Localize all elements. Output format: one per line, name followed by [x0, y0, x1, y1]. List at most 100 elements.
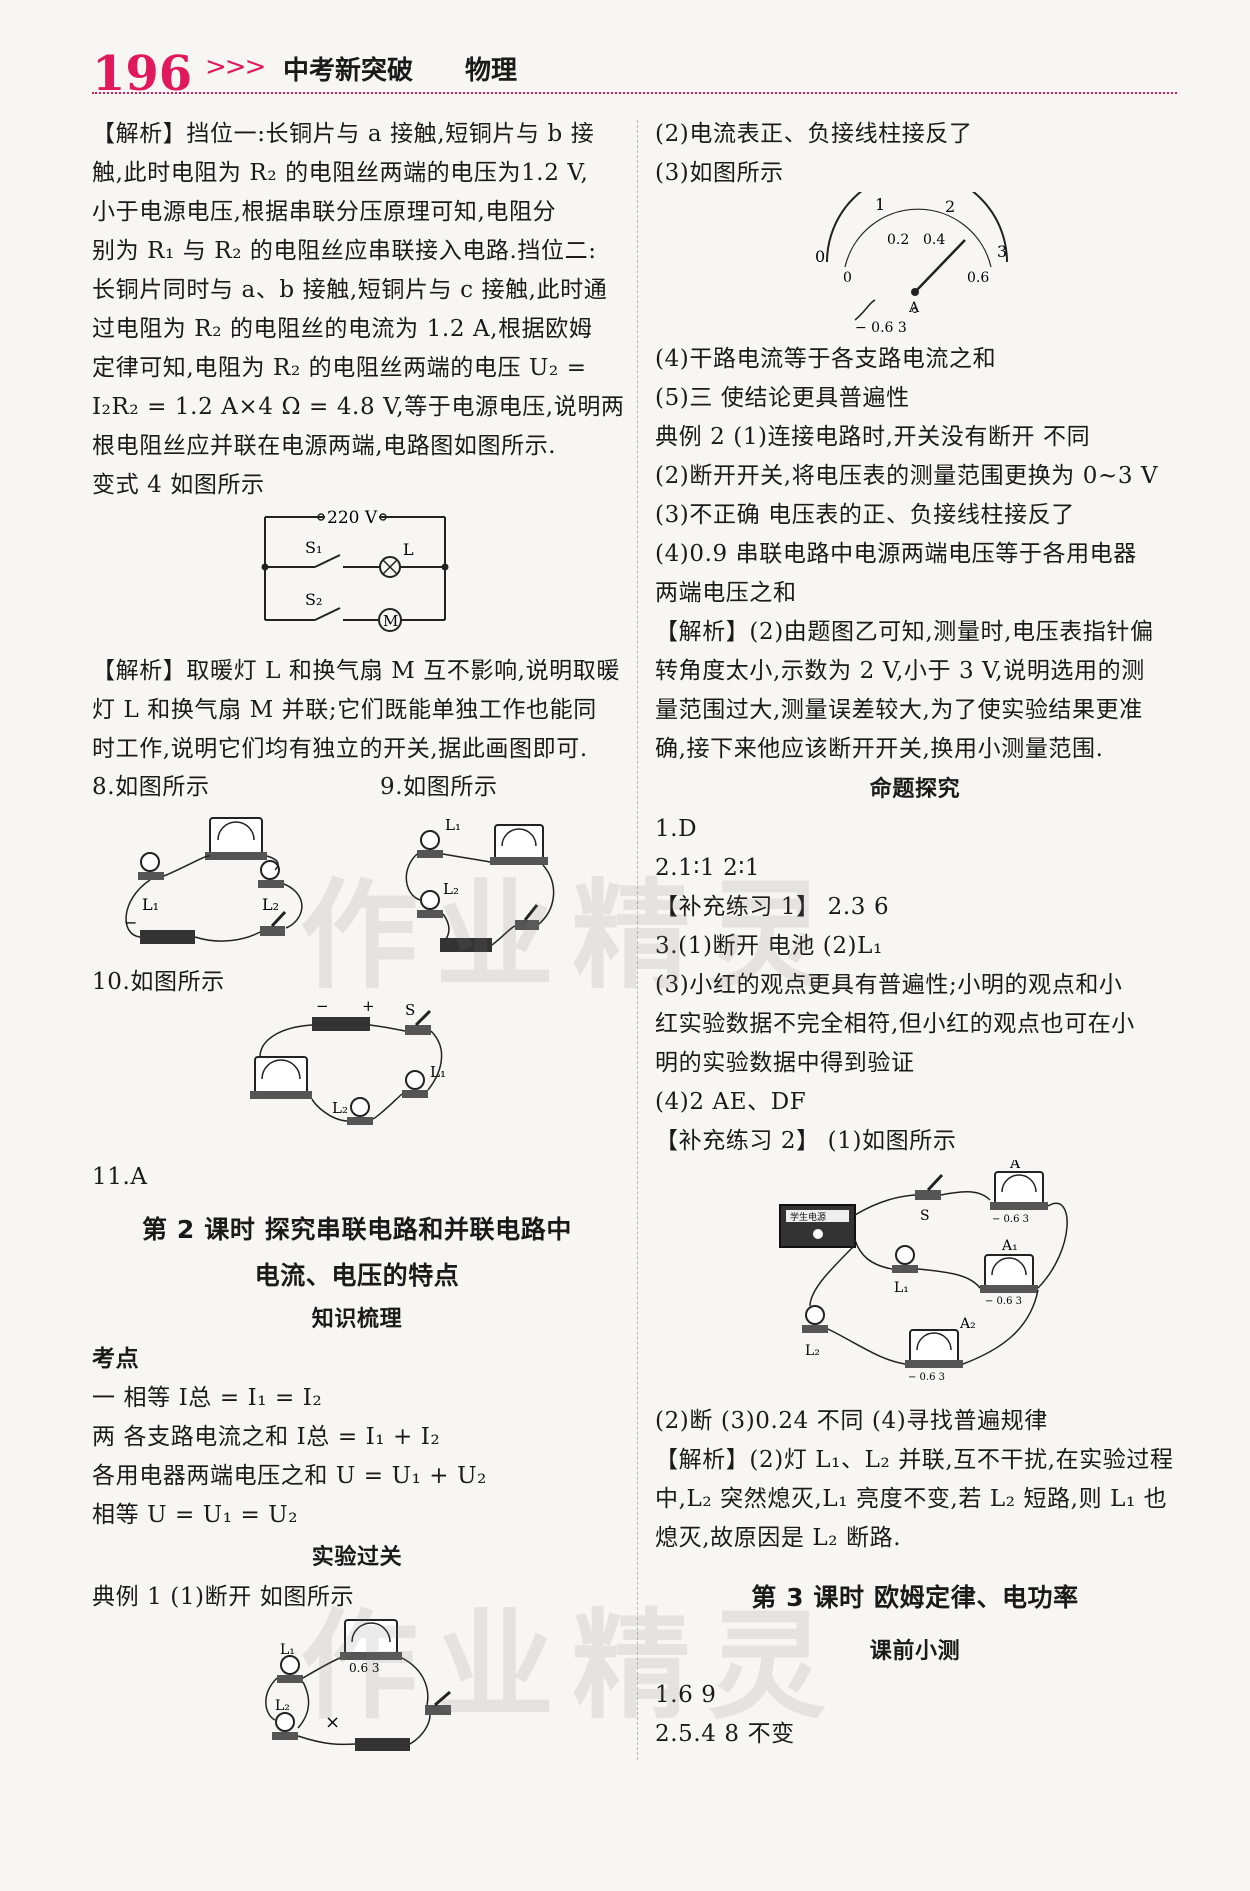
analysis-line: 过电阻为 R₂ 的电阻丝的电流为 1.2 A,根据欧姆	[92, 316, 593, 342]
analysis-line: 熄灭,故原因是 L₂ 断路.	[655, 1525, 902, 1551]
scale-inner-06: 0.6	[967, 270, 989, 286]
answer-line: (4)干路电流等于各支路电流之和	[655, 346, 997, 372]
lesson-2-title-line2: 电流、电压的特点	[254, 1261, 460, 1290]
terminal-labels: − 0.6 3	[855, 320, 907, 336]
scale-top-2: 2	[945, 197, 955, 216]
q9-circuit-image: L₁ L₂	[405, 816, 555, 952]
scale-outer-0: 0	[815, 247, 825, 266]
s2-label: S₂	[305, 590, 322, 609]
meter-scale-label: 0.6 3	[349, 1661, 380, 1675]
example1-line: 典例 1 (1)断开 如图所示	[92, 1584, 355, 1610]
answer-line: (2)断开开关,将电压表的测量范围更换为 0~3 V	[655, 463, 1159, 489]
analysis2-line: 灯 L 和换气扇 M 并联;它们既能单独工作也能同	[92, 697, 597, 723]
example1-circuit-image: 0.6 3 L₁ L₂ ×	[265, 1619, 451, 1751]
kaodian-line: 一 相等 I总 = I₁ = I₂	[92, 1385, 323, 1411]
a2-label: A₂	[959, 1316, 976, 1332]
l1-label: L₁	[280, 1642, 295, 1658]
supplement2-line: 【补充练习 2】 (1)如图所示	[655, 1128, 957, 1154]
kaodian-line: 相等 U = U₁ = U₂	[92, 1502, 299, 1528]
l2-label: L₂	[262, 895, 279, 914]
analysis-line: 转角度太小,示数为 2 V,小于 3 V,说明选用的测	[655, 658, 1145, 684]
supplement1-line: 【补充练习 1】 2.3 6	[655, 894, 890, 920]
answer-line: 红实验数据不完全相符,但小红的观点也可在小	[655, 1011, 1135, 1037]
q8-circuit-image: L₁ L₂ −	[124, 817, 303, 944]
s-label: S	[405, 1001, 415, 1019]
variant4-heading: 变式 4 如图所示	[92, 472, 265, 498]
column-divider	[637, 120, 638, 1760]
l1-label: L₁	[142, 895, 159, 914]
lesson-3-title: 第 3 课时 欧姆定律、电功率	[751, 1583, 1079, 1612]
answer-line: (2)断 (3)0.24 不同 (4)寻找普遍规律	[655, 1408, 1048, 1434]
pretest-heading: 课前小测	[869, 1639, 961, 1664]
analysis-line: 别为 R₁ 与 R₂ 的电阻丝应串联接入电路.挡位二:	[92, 238, 597, 264]
l1-label: L₁	[894, 1280, 909, 1296]
analysis-line: 【解析】(2)灯 L₁、L₂ 并联,互不干扰,在实验过程	[655, 1447, 1174, 1473]
q10-label: 10.如图所示	[92, 969, 225, 995]
l2-label: L₂	[443, 880, 459, 898]
answer-line: 3.(1)断开 电池 (2)L₁	[655, 933, 883, 959]
analysis-line: 长铜片同时与 a、b 接触,短铜片与 c 接触,此时通	[92, 277, 608, 303]
kaodian-line: 两 各支路电流之和 I总 = I₁ + I₂	[92, 1424, 441, 1450]
kaodian-line: 各用电器两端电压之和 U = U₁ + U₂	[92, 1463, 487, 1489]
analysis-line: 量范围过大,测量误差较大,为了使实验结果更准	[655, 697, 1143, 723]
analysis-line: 根电阻丝应并联在电源两端,电路图如图所示.	[92, 433, 557, 459]
answer-line: 明的实验数据中得到验证	[655, 1050, 915, 1076]
analysis-line: 【解析】(2)由题图乙可知,测量时,电压表指针偏	[655, 619, 1154, 645]
experiment-heading: 实验过关	[311, 1545, 403, 1570]
watermark-lower: 作业精灵	[300, 1597, 845, 1735]
subject-title: 物理	[465, 56, 518, 86]
minus-label: −	[316, 997, 329, 1015]
q9-label: 9.如图所示	[380, 774, 498, 800]
answer-line: (4)0.9 串联电路中电源两端电压等于各用电器	[655, 541, 1137, 567]
plus-label: +	[362, 997, 375, 1015]
book-title: 中考新突破	[283, 56, 414, 86]
a1-scale-label: − 0.6 3	[985, 1296, 1022, 1307]
scale-inner-0: 0	[843, 270, 852, 286]
analysis-line: I₂R₂ = 1.2 A×4 Ω = 4.8 V,等于电源电压,说明两	[92, 394, 625, 420]
scale-top-1: 1	[875, 195, 885, 214]
l1-label: L₁	[445, 816, 461, 834]
example2-line: 典例 2 (1)连接电路时,开关没有断开 不同	[655, 424, 1091, 450]
scale-inner-04: 0.4	[923, 232, 945, 248]
analysis-line: 小于电源电压,根据串联分压原理可知,电阻分	[92, 199, 557, 225]
analysis-line: 中,L₂ 突然熄灭,L₁ 亮度不变,若 L₂ 短路,则 L₁ 也	[655, 1486, 1168, 1512]
q10-circuit-image: − + S L₁ L₂	[250, 997, 446, 1125]
q11-answer: 11.A	[92, 1164, 148, 1190]
answer-line: (3)小红的观点更具有普遍性;小明的观点和小	[655, 972, 1123, 998]
minus-label: −	[124, 913, 137, 932]
analysis-line: 【解析】挡位一:长铜片与 a 接触,短铜片与 b 接	[92, 121, 595, 147]
lesson-2-title-line1: 第 2 课时 探究串联电路和并联电路中	[142, 1215, 572, 1244]
answer-line: (2)电流表正、负接线柱接反了	[655, 121, 973, 147]
analysis-line: 定律可知,电阻为 R₂ 的电阻丝两端的电压 U₂ =	[92, 355, 587, 381]
a-label: A	[1009, 1160, 1021, 1172]
circuit-diagram-220v: 220 V S₁ L M S₂	[261, 508, 449, 632]
a2-scale-label: − 0.6 3	[908, 1372, 945, 1383]
analysis2-line: 【解析】取暖灯 L 和换气扇 M 互不影响,说明取暖	[92, 658, 620, 684]
analysis2-line: 时工作,说明它们均有独立的开关,据此画图即可.	[92, 736, 588, 762]
scale-inner-02: 0.2	[887, 232, 909, 248]
a-scale-label: − 0.6 3	[992, 1214, 1029, 1225]
answer-line: 1.6 9	[655, 1682, 717, 1708]
answer-line: (3)不正确 电压表的正、负接线柱接反了	[655, 502, 1075, 528]
a1-label: A₁	[1001, 1238, 1018, 1254]
motor-label: M	[383, 612, 398, 630]
answer-line: 1.D	[655, 816, 698, 842]
proposition-heading: 命题探究	[869, 777, 961, 802]
knowledge-heading: 知识梳理	[311, 1307, 403, 1332]
analysis-line: 确,接下来他应该断开开关,换用小测量范围.	[655, 736, 1104, 762]
parallel-circuit-image: 学生电源 S A − 0.6 3 L₁ A₁ − 0.6 3 L₂ A₂ − 0…	[779, 1160, 1068, 1383]
kaodian-heading: 考点	[92, 1346, 140, 1372]
s1-label: S₁	[305, 538, 322, 557]
header-divider	[92, 92, 1177, 94]
answer-line: 2.5.4 8 不变	[655, 1721, 795, 1747]
voltage-label: 220 V	[327, 508, 378, 528]
header-arrows: >>>	[205, 52, 266, 82]
lamp-label: L	[403, 540, 414, 559]
supply-label: 学生电源	[790, 1211, 826, 1223]
answer-line: (4)2 AE、DF	[655, 1089, 807, 1115]
l2-label: L₂	[805, 1343, 820, 1359]
q8-label: 8.如图所示	[92, 774, 210, 800]
s-label: S	[920, 1208, 930, 1224]
answer-line: 两端电压之和	[655, 580, 797, 606]
watermark-upper: 作业精灵	[300, 867, 845, 1005]
